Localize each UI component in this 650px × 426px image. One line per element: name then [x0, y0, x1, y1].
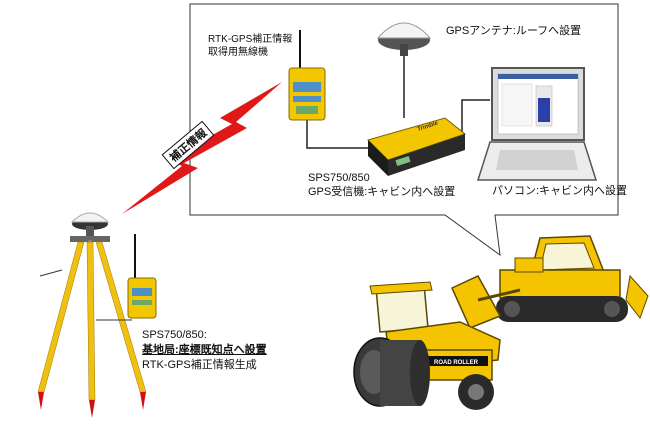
- gps-receiver-unit: [367, 117, 467, 176]
- antenna-label: GPSアンテナ:ルーフへ設置: [446, 25, 582, 37]
- roof-gps-antenna: [376, 22, 432, 56]
- base-label-line2: 基地局:座標既知点へ設置: [142, 344, 267, 356]
- road-roller-text: ROAD ROLLER: [434, 360, 479, 366]
- correction-signal-bolt: [122, 82, 282, 214]
- base-station-tripod: [37, 212, 147, 418]
- road-roller: [353, 281, 501, 410]
- base-label-line1: SPS750/850:: [142, 329, 207, 341]
- receiver-label-line2: GPS受信機:キャビン内へ設置: [308, 186, 456, 198]
- base-radio-unit: [127, 234, 157, 319]
- laptop-pc: [476, 67, 598, 181]
- radio-to-receiver-cable: [306, 118, 378, 149]
- base-label-line3: RTK-GPS補正情報生成: [142, 359, 257, 371]
- receiver-label-line1: SPS750/850: [308, 172, 370, 184]
- vehicle-radio-unit: [288, 30, 326, 121]
- vehicle-callout-frame: [189, 3, 619, 257]
- vehicle-radio-label-line2: 取得用無線機: [208, 47, 268, 58]
- pc-label: パソコン:キャビン内へ設置: [492, 185, 628, 197]
- vehicle-radio-label-line1: RTK-GPS補正情報: [208, 34, 293, 45]
- bulldozer: [451, 235, 649, 329]
